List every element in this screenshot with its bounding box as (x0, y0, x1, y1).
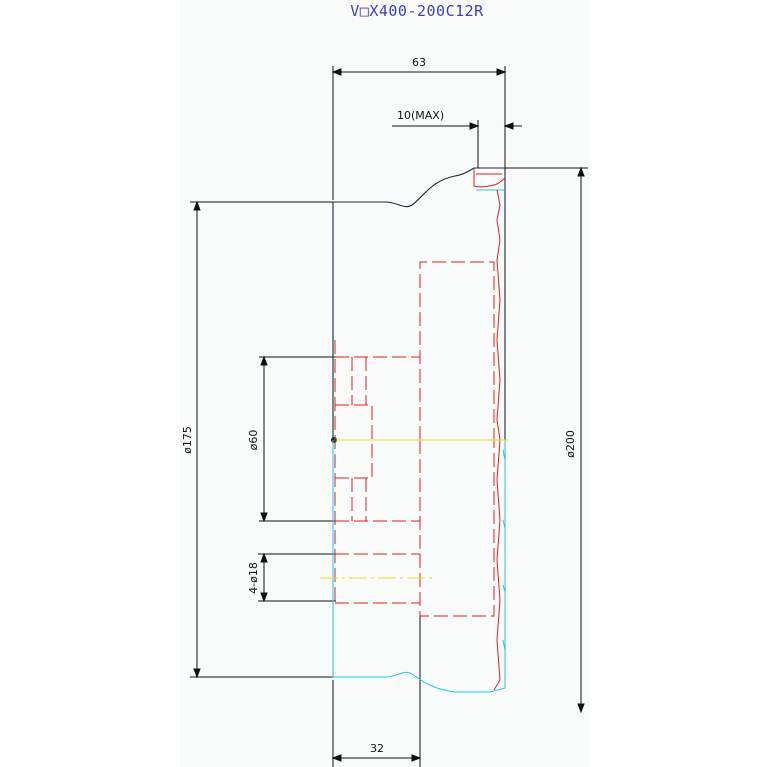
dimension-label-d175: ø175 (181, 426, 194, 454)
dimension-label-32: 32 (370, 742, 384, 755)
dimension-bolt-holes (258, 552, 336, 603)
dimension-bore-diameter (259, 355, 345, 523)
dimension-outer-diameter (505, 166, 588, 714)
dimension-rim-max (392, 120, 522, 168)
wheel-section-lower (332, 189, 506, 693)
tread-profile (473, 168, 506, 691)
dimension-hub-width (331, 615, 422, 767)
dimension-label-d200: ø200 (564, 430, 577, 458)
center-axis-lines (320, 439, 508, 579)
drawing-title: V□X400-200C12R (350, 2, 484, 20)
hidden-lines (334, 261, 495, 617)
dimension-total-width (331, 66, 507, 200)
dimension-label-63: 63 (412, 56, 426, 69)
drawing-sheet (180, 0, 590, 767)
dimension-label-4-d18: 4-ø18 (247, 562, 260, 594)
dimension-label-10max: 10(MAX) (397, 109, 444, 122)
dimension-pcd-diameter (190, 200, 335, 679)
dimension-label-d60: ø60 (247, 430, 260, 451)
